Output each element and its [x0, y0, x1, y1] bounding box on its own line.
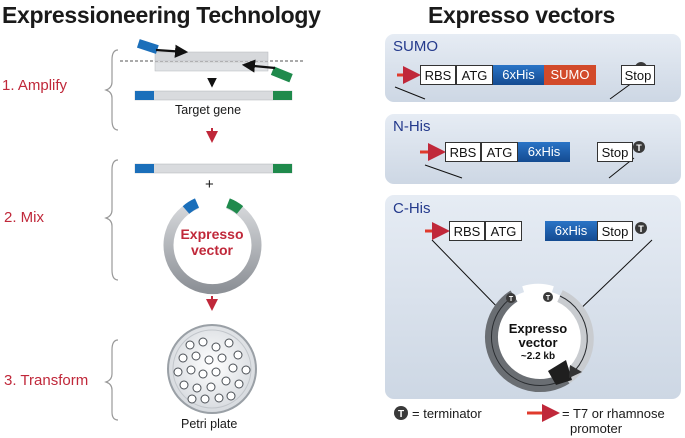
svg-text:T: T: [638, 224, 644, 234]
svg-text:T: T: [398, 409, 404, 420]
svg-text:T: T: [546, 295, 551, 302]
vector-label-right: Expresso vector ~2.2 kb: [508, 321, 568, 363]
step-transform: 3. Transform: [4, 372, 89, 389]
box-6xhis: 6xHis: [493, 65, 544, 85]
box-atg: ATG: [456, 65, 493, 85]
step-amplify: 1. Amplify: [2, 77, 68, 94]
svg-text:T: T: [636, 143, 642, 153]
box-6xhis: 6xHis: [545, 221, 597, 241]
box-stop: Stop: [597, 142, 633, 162]
bracket-transform: [104, 339, 119, 421]
box-stop: Stop: [621, 65, 655, 85]
box-rbs: RBS: [420, 65, 456, 85]
legend-terminator: = terminator: [412, 406, 482, 421]
box-6xhis: 6xHis: [518, 142, 570, 162]
target-gene-bar: [134, 90, 293, 101]
box-stop: Stop: [597, 221, 633, 241]
legend-promoter: = T7 or rhamnose promoter: [562, 406, 665, 436]
box-rbs: RBS: [449, 221, 485, 241]
petri-label: Petri plate: [181, 417, 238, 431]
forward-primer: [136, 39, 159, 54]
panel-title-nhis: N-His: [393, 118, 431, 135]
vector-label-left: Expresso vector: [180, 226, 244, 258]
expresso-vector-ring: [163, 199, 262, 295]
box-atg: ATG: [481, 142, 518, 162]
reverse-primer: [270, 66, 293, 83]
plus-sign: +: [205, 176, 214, 193]
target-gene-label: Target gene: [175, 103, 242, 117]
bracket-amplify: [104, 49, 119, 131]
panel-title-chis: C-His: [393, 200, 431, 217]
box-sumo: SUMO: [544, 65, 596, 85]
step-mix: 2. Mix: [4, 209, 45, 226]
box-atg: ATG: [485, 221, 522, 241]
bracket-mix: [104, 159, 119, 281]
panel-title-sumo: SUMO: [393, 38, 438, 55]
terminator-icons: T T T: [633, 62, 647, 234]
legend-terminator-icon: [394, 406, 408, 420]
box-rbs: RBS: [445, 142, 481, 162]
right-title: Expresso vectors: [428, 2, 615, 28]
left-title: Expressioneering Technology: [2, 2, 321, 28]
svg-text:T: T: [509, 296, 514, 303]
